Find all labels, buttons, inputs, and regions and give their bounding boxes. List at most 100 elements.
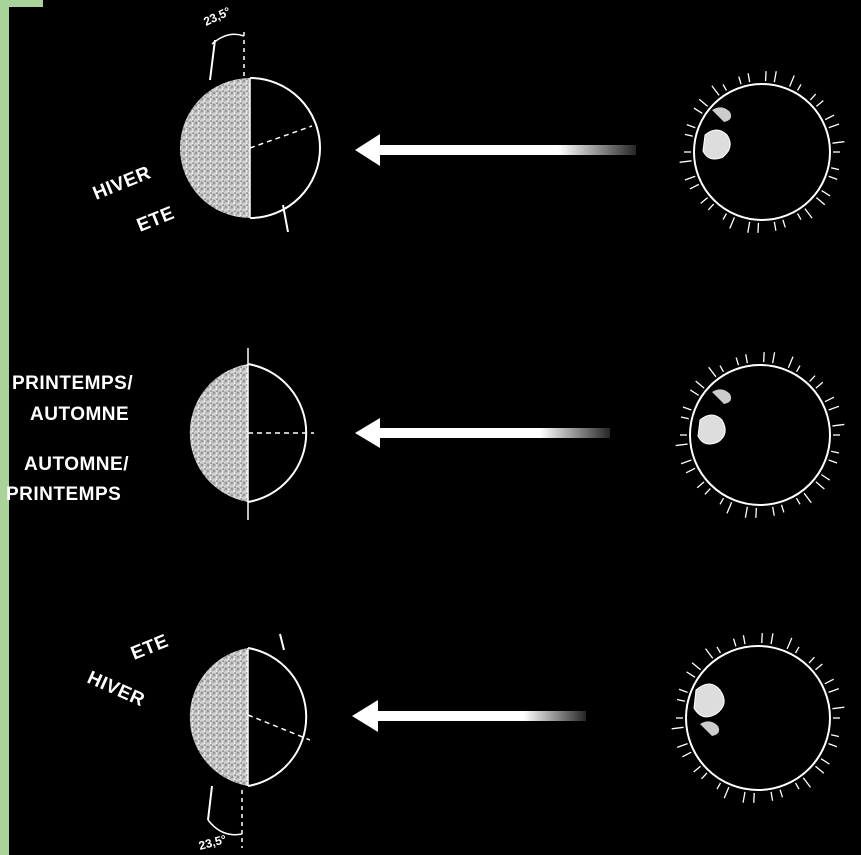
sun-ray — [774, 71, 776, 82]
sun-ray — [796, 647, 800, 653]
label-hiver-top: HIVER — [90, 162, 154, 204]
sun-ray — [832, 424, 844, 425]
sunlight-arrow-middle — [355, 418, 610, 448]
sun-ray — [829, 406, 839, 410]
sun-ray — [702, 773, 707, 779]
sun-ray — [815, 766, 823, 773]
sun-ray — [790, 76, 795, 87]
sun-ray — [804, 493, 811, 503]
sunspot — [694, 684, 724, 717]
sun-ray — [712, 86, 719, 96]
sun-ray — [828, 689, 838, 693]
sun-ray — [798, 213, 802, 219]
sun-ray — [699, 99, 707, 106]
sun-ray — [739, 77, 741, 85]
sun-ray — [692, 663, 700, 670]
sun-ray — [773, 507, 775, 516]
sun-ray — [672, 727, 684, 728]
sun-ray — [717, 783, 721, 789]
sun-ray — [723, 84, 727, 90]
earth-row-bottom: 23,5° ETE HIVER — [84, 631, 844, 853]
sun-ray — [810, 376, 815, 382]
sun-ray — [696, 381, 704, 388]
sunlight-arrow-bottom — [352, 700, 586, 732]
label-printemps-automne: PRINTEMPS/ — [12, 373, 133, 394]
sun-ray — [773, 352, 775, 363]
sun-ray — [821, 759, 829, 764]
sun-ray — [690, 184, 699, 189]
sun-ray — [683, 407, 691, 410]
sun-ray — [676, 444, 688, 445]
sun-ray — [680, 161, 692, 162]
sun-ray — [677, 744, 687, 748]
sun-ray — [677, 700, 685, 702]
sun-ray — [681, 460, 691, 464]
sun-ray — [783, 220, 785, 228]
sunspot — [703, 130, 730, 159]
earth-row-top: 23,5° HIVER ETE — [90, 4, 844, 237]
sun-ray — [771, 633, 773, 644]
sun-ray — [780, 790, 782, 798]
sun-ray — [730, 217, 735, 228]
sun-ray — [727, 502, 732, 513]
label-hiver-bottom: HIVER — [84, 667, 148, 711]
sun-ray — [797, 498, 801, 504]
sun-ray — [828, 744, 836, 747]
sun-ray — [829, 460, 837, 463]
sun-top — [680, 71, 845, 233]
sun-ray — [797, 366, 801, 372]
sun-ray — [771, 792, 773, 801]
sun-ray — [743, 635, 745, 644]
sun-ray — [825, 679, 834, 684]
sun-ray — [782, 505, 784, 513]
label-automne-printemps: AUTOMNE/ — [24, 454, 129, 475]
sun-ray — [705, 649, 712, 659]
sun-ray — [720, 498, 724, 504]
sun-ray — [686, 468, 695, 473]
tilt-angle-label-bottom: 23,5° — [197, 832, 228, 853]
sun-ray — [734, 639, 736, 647]
sun-ray — [788, 357, 793, 368]
sun-ray — [815, 664, 822, 670]
sun-ray — [798, 84, 802, 90]
sun-ray — [822, 191, 830, 196]
sun-ray — [831, 451, 839, 453]
sun-ray — [748, 222, 750, 233]
sun-ray — [821, 475, 829, 480]
sun-ray — [697, 482, 704, 488]
sun-ray — [679, 689, 687, 692]
sun-middle — [676, 352, 845, 518]
sun-ray — [743, 792, 745, 803]
sun-ray — [736, 358, 738, 366]
sun-ray — [803, 778, 810, 788]
sun-ray — [687, 672, 695, 677]
sun-ray — [796, 783, 800, 789]
sun-ray — [708, 204, 713, 210]
sun-ray — [787, 638, 792, 649]
sun-ray — [685, 176, 695, 180]
sun-ray — [682, 752, 691, 757]
sun-ray — [832, 142, 844, 143]
sun-ray — [701, 198, 708, 204]
sun-ray — [687, 125, 695, 128]
tilt-angle-label-top: 23,5° — [201, 4, 233, 29]
sun-ray — [774, 222, 776, 231]
sun-ray — [745, 507, 747, 518]
label-ete-top: ETE — [134, 203, 178, 237]
label-printemps: PRINTEMPS — [6, 484, 121, 505]
sun-ray — [681, 417, 689, 419]
sun-ray — [810, 94, 815, 100]
sun-ray — [816, 482, 824, 489]
sun-ray — [694, 108, 702, 113]
sunspot — [698, 415, 725, 444]
sunlight-arrow-top — [355, 134, 636, 166]
sun-ray — [720, 366, 724, 372]
label-ete-bottom: ETE — [128, 631, 172, 665]
earth-row-middle: PRINTEMPS/ AUTOMNE AUTOMNE/ PRINTEMPS — [6, 348, 844, 520]
sun-ray — [805, 209, 812, 219]
sun-ray — [723, 213, 727, 219]
sun-ray — [694, 766, 701, 772]
sun-ray — [816, 198, 824, 205]
